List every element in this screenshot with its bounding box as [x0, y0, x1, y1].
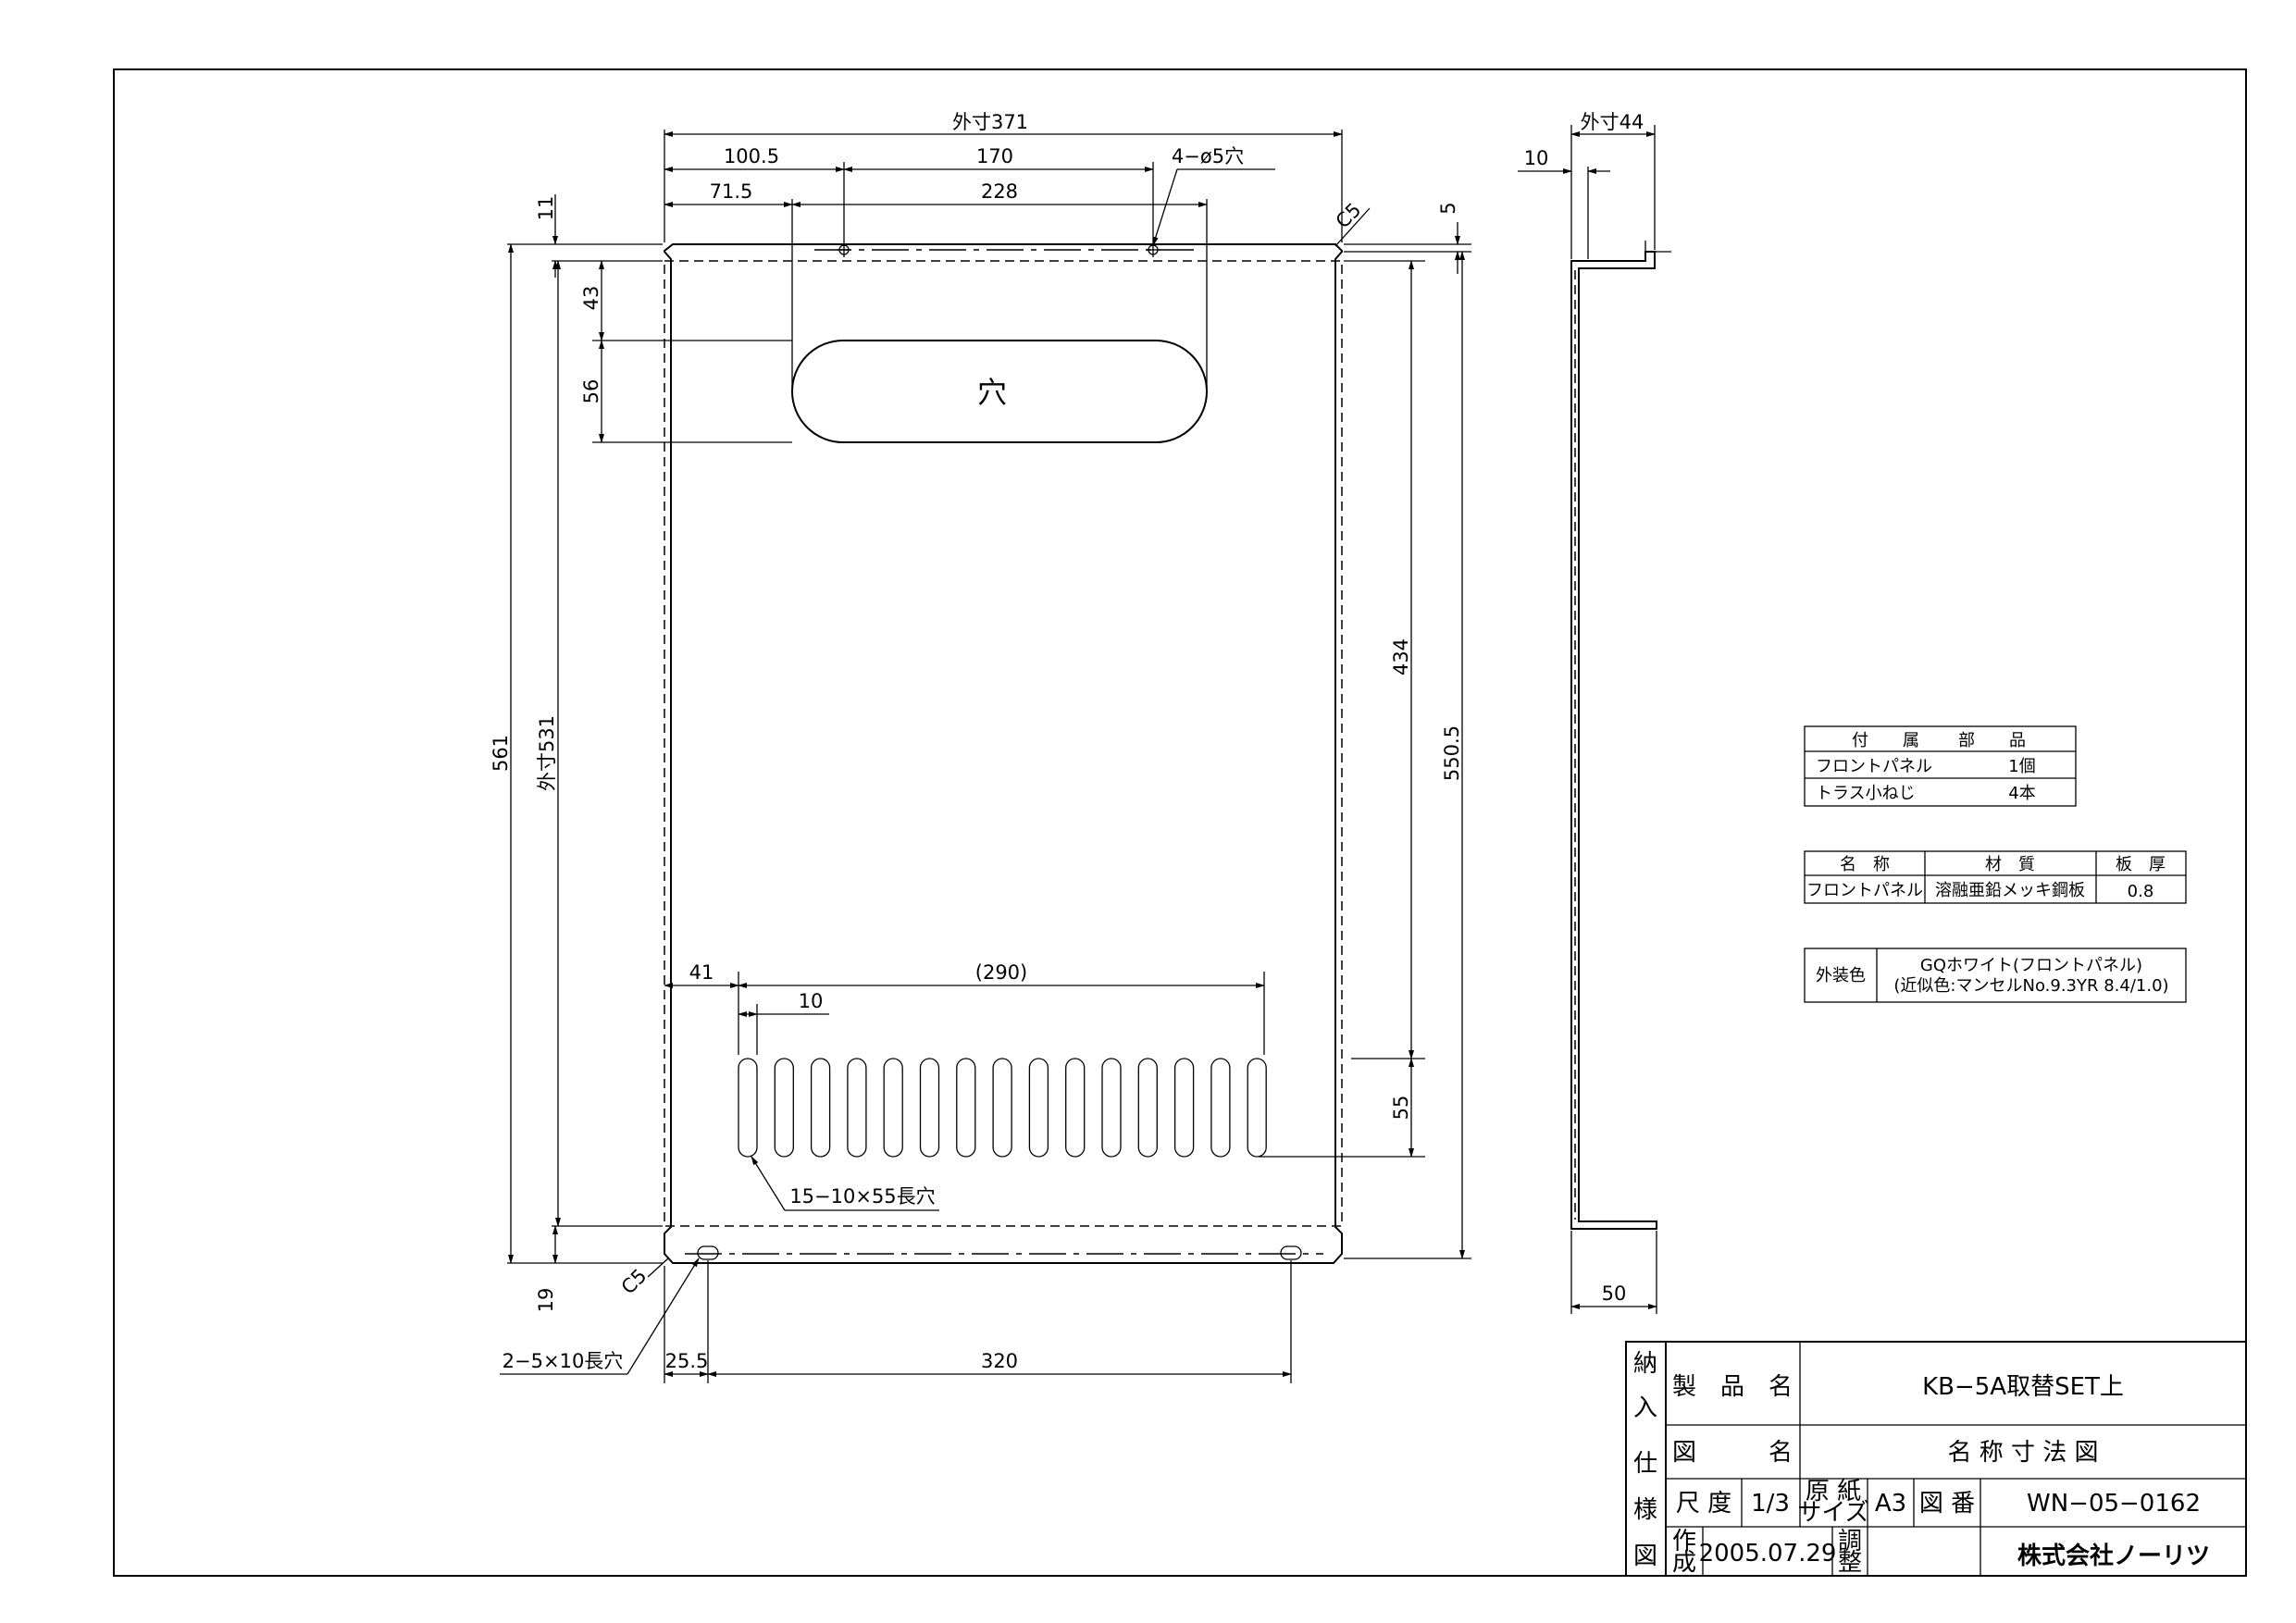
dim-5: 5 — [1437, 202, 1459, 214]
side-dim-10: 10 — [1524, 147, 1549, 169]
dim-561: 561 — [490, 735, 512, 772]
accessory-name: トラス小ねじ — [1816, 784, 1916, 803]
scale-label: 尺 度 — [1676, 1490, 1731, 1518]
accessories-header-1: 付 — [1852, 731, 1868, 750]
dim-71-5: 71.5 — [710, 180, 753, 203]
dim-19: 19 — [535, 1288, 557, 1313]
dim-25-5: 25.5 — [665, 1350, 709, 1372]
product-name-label: 製 品 名 — [1672, 1373, 1793, 1401]
drawing-name-label: 図 名 — [1672, 1439, 1793, 1467]
accessories-header-3: 部 — [1958, 731, 1975, 750]
created-label-1: 作 — [1672, 1528, 1696, 1555]
title-side-3: 仕 — [1633, 1450, 1657, 1478]
dim-320: 320 — [981, 1350, 1018, 1372]
front-view: 穴 — [664, 242, 1343, 1264]
dim-41: 41 — [689, 961, 714, 984]
dim-434: 434 — [1390, 638, 1412, 675]
dim-550-5: 550.5 — [1441, 725, 1463, 781]
hole-label: 穴 — [977, 375, 1007, 410]
vent-slot — [1101, 1058, 1122, 1158]
vent-slot — [1028, 1058, 1049, 1158]
dim-outer-width: 外寸371 — [952, 111, 1028, 133]
materials-table: 名 称 材 質 板 厚 フロントパネル 溶融亜鉛メッキ鋼板 0.8 — [1804, 850, 2187, 904]
materials-thickness: 0.8 — [2128, 882, 2154, 901]
panel-outline — [664, 243, 1343, 1264]
dim-11: 11 — [535, 196, 557, 221]
vent-slot — [774, 1058, 794, 1158]
bottom-slot — [1280, 1245, 1302, 1260]
paper-size: A3 — [1875, 1490, 1906, 1518]
materials-header-thickness: 板 厚 — [2116, 855, 2166, 874]
vent-slot — [956, 1058, 976, 1158]
color-table: 外装色 GQホワイト(フロントパネル) (近似色:マンセルNo.9.3YR 8.… — [1804, 948, 2187, 1003]
materials-name: フロントパネル — [1806, 881, 1923, 900]
scale: 1/3 — [1751, 1490, 1790, 1518]
title-side-1: 納 — [1633, 1350, 1657, 1378]
dim-100-5: 100.5 — [724, 145, 779, 167]
drawing-no: WN−05−0162 — [2027, 1490, 2201, 1518]
adjust-label-1: 調 — [1838, 1528, 1862, 1555]
vent-slot — [1210, 1058, 1231, 1158]
color-label: 外装色 — [1816, 966, 1866, 985]
vent-slot — [883, 1058, 903, 1158]
accessory-qty: 1個 — [2008, 757, 2035, 776]
dim-228: 228 — [981, 180, 1018, 203]
paper-label-2: サイズ — [1797, 1499, 1868, 1527]
color-line-2: (近似色:マンセルNo.9.3YR 8.4/1.0) — [1893, 976, 2168, 996]
color-line-1: GQホワイト(フロントパネル) — [1920, 956, 2142, 975]
dim-55: 55 — [1390, 1096, 1412, 1121]
fold-line — [664, 260, 1343, 1227]
dim-43: 43 — [580, 286, 602, 311]
paper-label-1: 原 紙 — [1806, 1478, 1861, 1505]
dim-290: (290) — [975, 961, 1027, 984]
company-name: 株式会社ノーリツ — [2017, 1542, 2210, 1570]
side-dim-outer: 外寸44 — [1581, 111, 1644, 133]
dim-10: 10 — [799, 990, 824, 1012]
dim-slots: 15−10×55長穴 — [789, 1185, 935, 1208]
vent-slot — [847, 1058, 867, 1158]
dim-c5-top: C5 — [1332, 199, 1366, 233]
vent-slot — [919, 1058, 940, 1158]
dim-outer-height: 外寸531 — [536, 715, 558, 791]
front-dimensions: 外寸371 100.5 170 4−ø5穴 71.5 228 C5 11 5 — [490, 111, 1471, 1383]
materials-material: 溶融亜鉛メッキ鋼板 — [1935, 881, 2085, 900]
dim-170: 170 — [976, 145, 1013, 167]
bottom-slot — [697, 1245, 719, 1260]
dim-c5-bottom: C5 — [617, 1265, 652, 1299]
sheet-border — [113, 68, 2247, 1577]
materials-header-material: 材 質 — [1985, 855, 2035, 874]
materials-header-name: 名 称 — [1840, 855, 1890, 874]
vent-slot — [1065, 1058, 1086, 1158]
ventilation-slots — [738, 1058, 1267, 1158]
accessories-table: 付 属 部 品 フロントパネル 1個 トラス小ねじ 4本 — [1804, 725, 2077, 807]
title-side-5: 図 — [1633, 1542, 1657, 1570]
adjust-label-2: 整 — [1838, 1549, 1862, 1577]
oval-hole — [791, 340, 1208, 443]
drawing-no-label: 図 番 — [1919, 1490, 1975, 1518]
title-side-2: 入 — [1633, 1394, 1657, 1422]
vent-slot — [810, 1058, 831, 1158]
title-side-4: 様 — [1633, 1496, 1657, 1524]
vent-slot — [992, 1058, 1012, 1158]
dim-bottom-slots: 2−5×10長穴 — [503, 1350, 624, 1372]
accessory-name: フロントパネル — [1816, 757, 1932, 776]
dim-holes: 4−ø5穴 — [1172, 145, 1244, 167]
accessories-header-4: 品 — [2009, 731, 2026, 750]
created-date: 2005.07.29 — [1699, 1540, 1837, 1567]
vent-slot — [1137, 1058, 1158, 1158]
vent-slot — [738, 1058, 758, 1158]
vent-slot — [1173, 1058, 1195, 1158]
accessory-qty: 4本 — [2008, 784, 2035, 803]
created-label-2: 成 — [1672, 1549, 1696, 1577]
vent-slot — [1247, 1058, 1267, 1158]
title-block: 納 入 仕 様 図 製 品 名 KB−5A取替SET上 図 名 名 称 寸 法 … — [1625, 1341, 2247, 1577]
dim-56: 56 — [580, 379, 602, 404]
side-view: 外寸44 10 50 — [1518, 111, 1671, 1314]
accessories-header-2: 属 — [1903, 731, 1919, 750]
drawing-name: 名 称 寸 法 図 — [1947, 1439, 2098, 1467]
product-name: KB−5A取替SET上 — [1922, 1373, 2124, 1401]
side-dim-50: 50 — [1602, 1282, 1627, 1305]
